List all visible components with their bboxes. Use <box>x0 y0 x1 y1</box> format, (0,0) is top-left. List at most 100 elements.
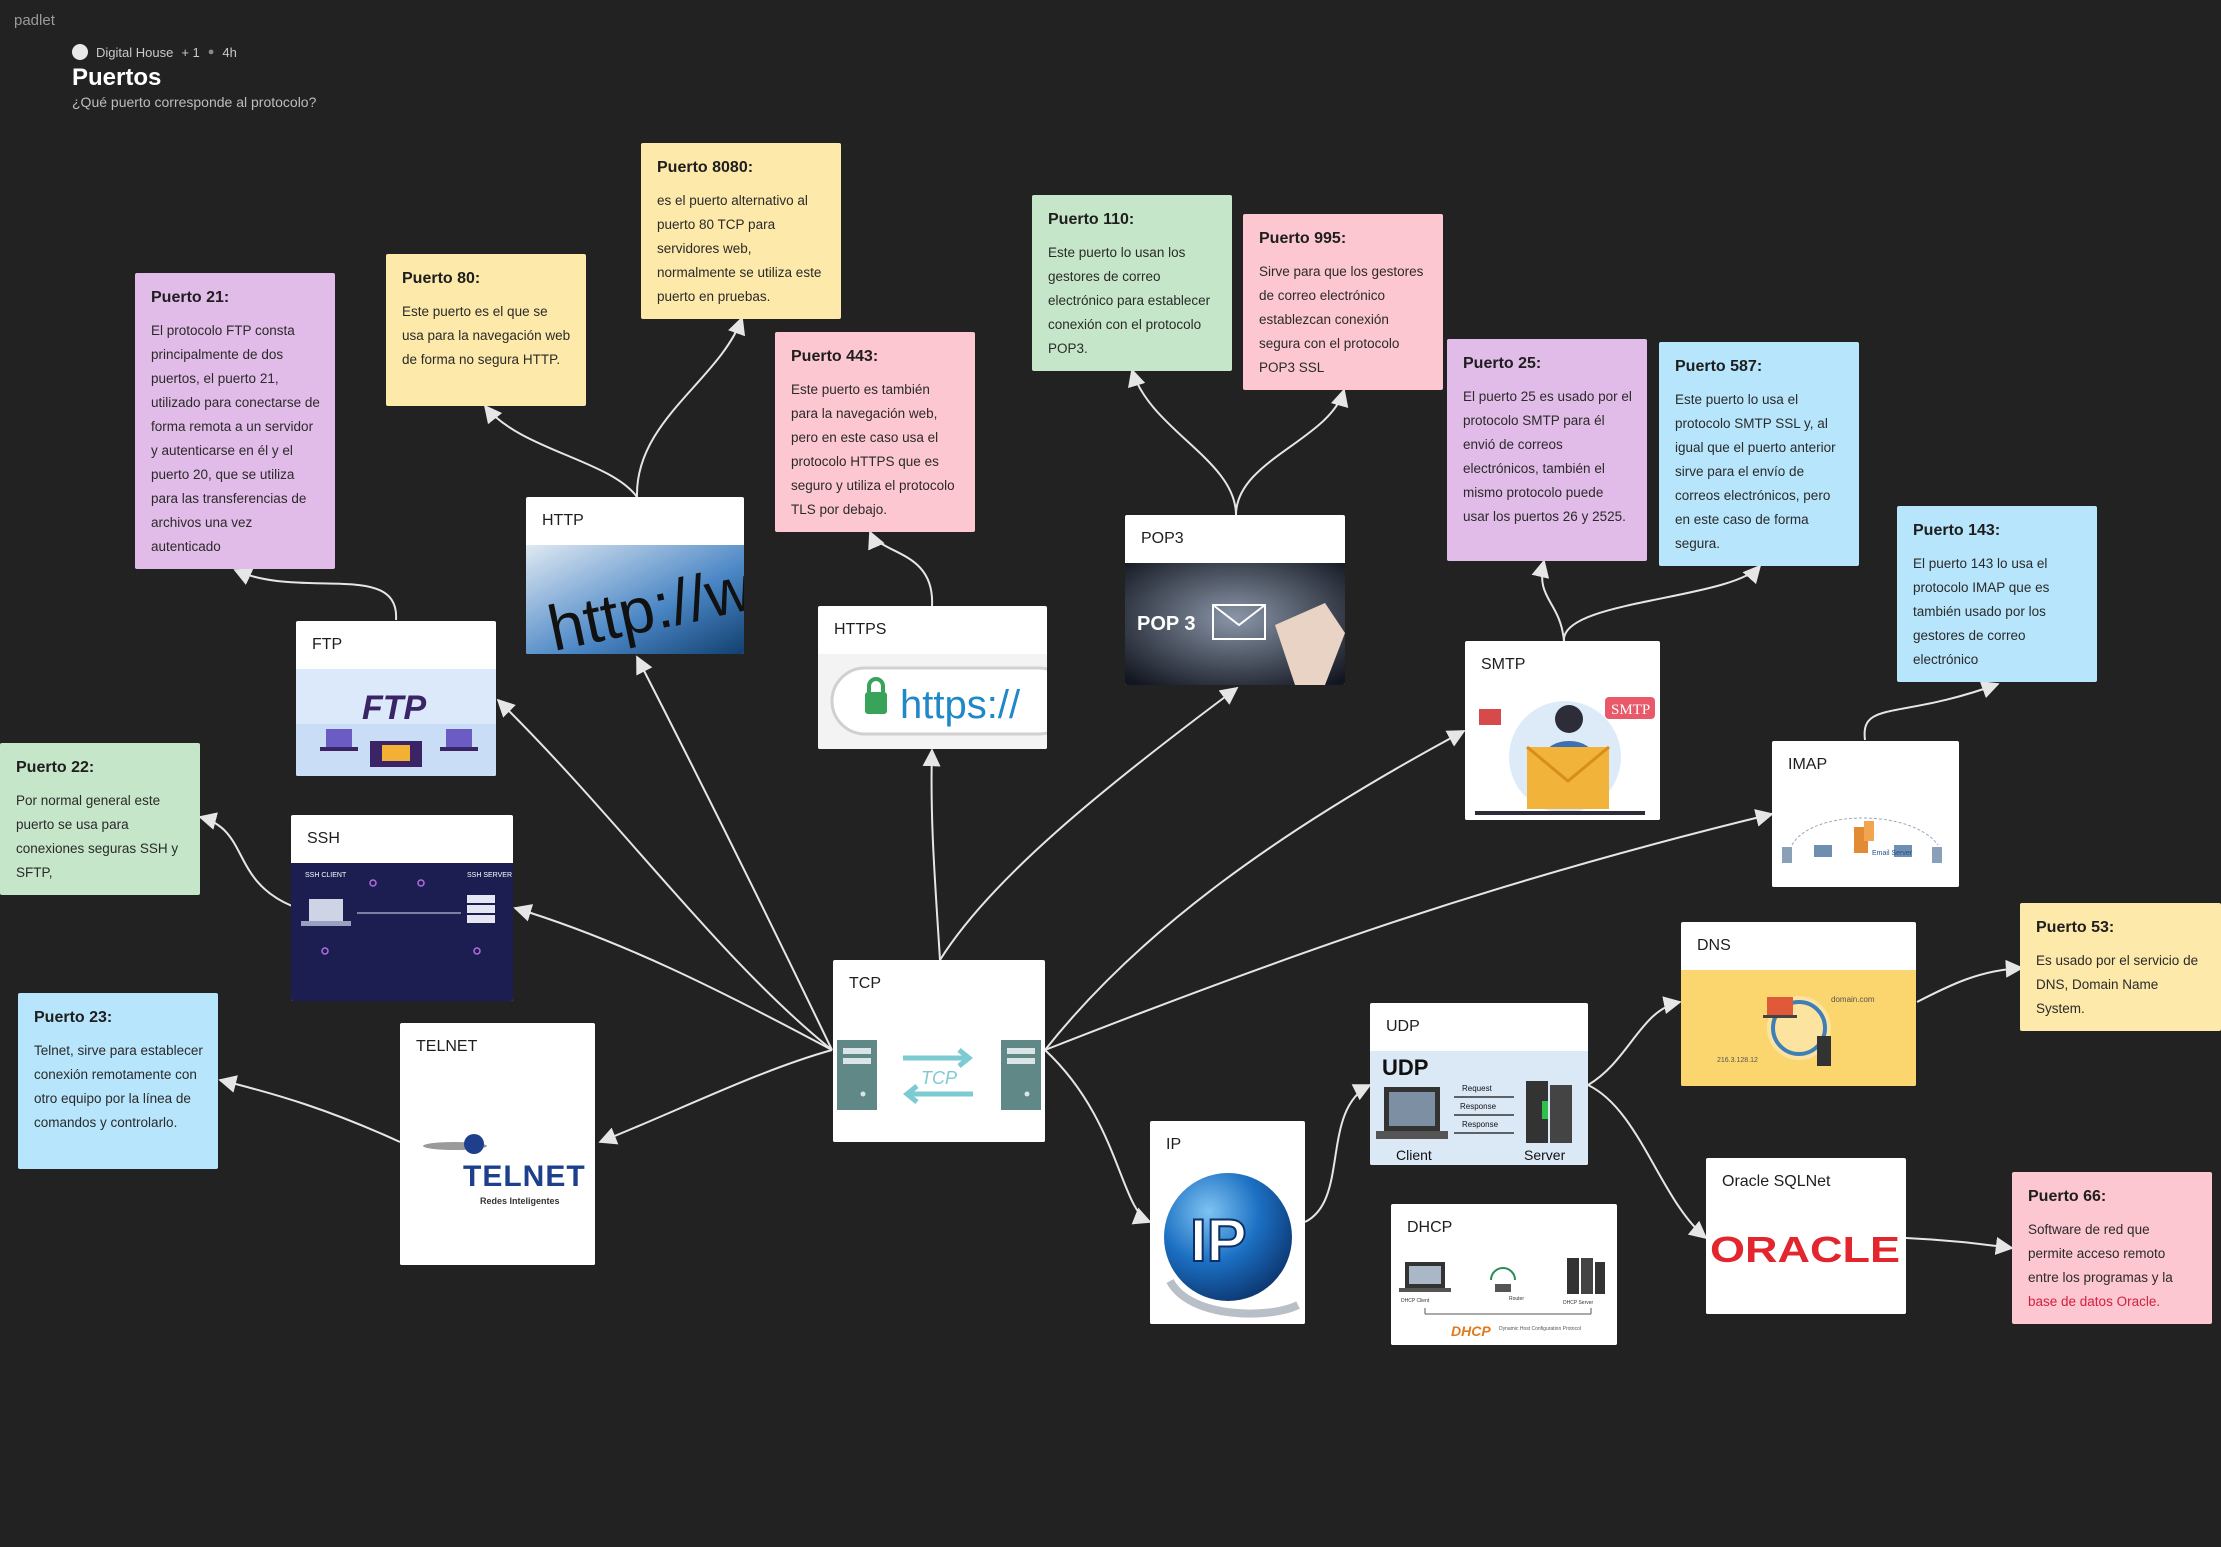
connector-https-p443 <box>868 530 934 607</box>
dhcp-client-label: DHCP Client <box>1401 1298 1430 1304</box>
ssh-image: SSH CLIENT SSH SERVER <box>291 863 513 1001</box>
ssh-server-label: SSH SERVER <box>467 872 512 879</box>
card-imap[interactable]: IMAP Email Server <box>1772 741 1959 887</box>
note-puerto-995[interactable]: Puerto 995: Sirve para que los gestores … <box>1243 214 1443 390</box>
pop3-image-text: POP 3 <box>1137 613 1196 635</box>
avatar[interactable] <box>72 44 88 60</box>
note-body: El protocolo FTP consta principalmente d… <box>151 323 320 554</box>
card-ip[interactable]: IP IP <box>1150 1121 1305 1324</box>
note-body: Es usado por el servicio de DNS, Domain … <box>2036 953 2199 1016</box>
connector-tcp-ssh <box>513 904 833 1051</box>
http-illustration: http://ww <box>526 545 744 654</box>
oracle-db-link[interactable]: base de datos Oracle. <box>2028 1294 2161 1309</box>
card-dhcp[interactable]: DHCP DHCP Client Router DHCP Server DHCP… <box>1391 1204 1617 1345</box>
card-ssh[interactable]: SSH SSH CLIENT SSH SERVER <box>291 815 513 1001</box>
note-puerto-110[interactable]: Puerto 110: Este puerto lo usan los gest… <box>1032 195 1232 371</box>
card-http[interactable]: HTTP http://ww <box>526 497 744 654</box>
card-title: HTTPS <box>834 621 887 638</box>
card-ftp[interactable]: FTP FTP <box>296 621 496 776</box>
note-body-text: Software de red que permite acceso remot… <box>2028 1222 2173 1285</box>
connector-imap-p143 <box>1863 681 2000 741</box>
card-title: UDP <box>1386 1018 1420 1035</box>
note-puerto-143[interactable]: Puerto 143: El puerto 143 lo usa el prot… <box>1897 506 2097 682</box>
note-title: Puerto 21: <box>151 289 230 306</box>
note-body: El puerto 25 es usado por el protocolo S… <box>1463 389 1632 524</box>
note-puerto-66[interactable]: Puerto 66: Software de red que permite a… <box>2012 1172 2212 1324</box>
udp-client-label: Client <box>1396 1147 1432 1163</box>
card-title: SMTP <box>1481 656 1526 673</box>
dhcp-illustration: DHCP Client Router DHCP Server DHCP Dyna… <box>1391 1252 1617 1345</box>
page-subtitle: ¿Qué puerto corresponde al protocolo? <box>72 94 317 110</box>
tcp-image: TCP <box>833 1008 1045 1142</box>
card-title: POP3 <box>1141 530 1184 547</box>
ssh-illustration: SSH CLIENT SSH SERVER <box>291 863 513 1001</box>
card-title: DHCP <box>1407 1219 1453 1236</box>
card-title: SSH <box>307 830 340 847</box>
padlet-logo[interactable]: padlet <box>14 12 55 29</box>
card-oracle[interactable]: Oracle SQLNet ORACLE <box>1706 1158 1906 1314</box>
connector-dns-p53 <box>1916 959 2024 1003</box>
note-body: Por normal general este puerto se usa pa… <box>16 793 179 880</box>
note-body: Este puerto lo usan los gestores de corr… <box>1048 245 1211 356</box>
card-smtp[interactable]: SMTP SMTP <box>1465 641 1660 820</box>
connector-smtp-p587 <box>1562 564 1762 642</box>
connector-http-p80 <box>483 404 638 498</box>
note-title: Puerto 8080: <box>657 159 754 176</box>
card-tcp[interactable]: TCP TCP <box>833 960 1045 1142</box>
note-puerto-587[interactable]: Puerto 587: Este puerto lo usa el protoc… <box>1659 342 1859 566</box>
card-udp[interactable]: UDP UDP Client Server Request Response R… <box>1370 1003 1588 1165</box>
pop3-image: POP 3 <box>1125 563 1345 685</box>
imap-illustration: Email Server <box>1772 789 1959 887</box>
card-pop3[interactable]: POP3 POP 3 <box>1125 515 1345 685</box>
dhcp-router-label: Router <box>1509 1296 1524 1302</box>
connector-oracle-p66 <box>1905 1237 2014 1255</box>
note-title: Puerto 587: <box>1675 358 1763 375</box>
note-puerto-25[interactable]: Puerto 25: El puerto 25 es usado por el … <box>1447 339 1647 561</box>
smtp-image: SMTP <box>1465 689 1660 820</box>
dhcp-subtitle: Dynamic Host Configuration Protocol <box>1499 1326 1581 1332</box>
timestamp: 4h <box>222 44 237 60</box>
card-telnet[interactable]: TELNET TELNET Redes Inteligentes <box>400 1023 595 1265</box>
card-title: DNS <box>1697 937 1731 954</box>
connector-tcp-smtp <box>1044 730 1466 1051</box>
note-puerto-23[interactable]: Puerto 23: Telnet, sirve para establecer… <box>18 993 218 1169</box>
https-image: https:// <box>818 654 1047 749</box>
note-title: Puerto 53: <box>2036 919 2115 936</box>
note-body: Este puerto es el que se usa para la nav… <box>402 304 571 367</box>
note-body: Software de red que permite acceso remot… <box>2028 1218 2197 1314</box>
dhcp-image-text: DHCP <box>1451 1323 1491 1339</box>
udp-image-title: UDP <box>1382 1055 1428 1080</box>
card-dns[interactable]: DNS domain.com 216.3.128.12 <box>1681 922 1916 1086</box>
author-name[interactable]: Digital House <box>96 44 174 60</box>
note-title: Puerto 995: <box>1259 230 1347 247</box>
card-title: IP <box>1166 1136 1182 1153</box>
note-puerto-80[interactable]: Puerto 80: Este puerto es el que se usa … <box>386 254 586 406</box>
note-title: Puerto 143: <box>1913 522 2001 539</box>
connector-http-p8080 <box>635 316 746 498</box>
udp-response-label-2: Response <box>1462 1120 1499 1129</box>
note-puerto-8080[interactable]: Puerto 8080: es el puerto alternativo al… <box>641 143 841 319</box>
ssh-client-label: SSH CLIENT <box>305 872 347 879</box>
separator-dot-icon: ● <box>207 46 215 58</box>
note-puerto-53[interactable]: Puerto 53: Es usado por el servicio de D… <box>2020 903 2221 1031</box>
note-title: Puerto 110: <box>1048 211 1135 228</box>
connector-tcp-http <box>636 655 833 1051</box>
pop3-illustration: POP 3 <box>1125 563 1345 685</box>
note-body: El puerto 143 lo usa el protocolo IMAP q… <box>1913 556 2050 667</box>
udp-illustration: UDP Client Server Request Response Respo… <box>1370 1051 1588 1165</box>
note-body: Sirve para que los gestores de correo el… <box>1259 264 1424 375</box>
note-puerto-21[interactable]: Puerto 21: El protocolo FTP consta princ… <box>135 273 335 569</box>
note-body: Este puerto lo usa el protocolo SMTP SSL… <box>1675 392 1836 551</box>
dns-illustration: domain.com 216.3.128.12 <box>1681 970 1916 1086</box>
udp-request-label: Request <box>1462 1084 1493 1093</box>
udp-server-label: Server <box>1524 1147 1566 1163</box>
note-puerto-443[interactable]: Puerto 443: Este puerto es también para … <box>775 332 975 532</box>
connector-tcp-pop3 <box>939 686 1239 961</box>
connector-telnet-p23 <box>218 1075 401 1143</box>
note-puerto-22[interactable]: Puerto 22: Por normal general este puert… <box>0 743 200 895</box>
ip-illustration: IP <box>1150 1169 1305 1324</box>
card-https[interactable]: HTTPS https:// <box>818 606 1047 749</box>
post-meta: Digital House + 1 ● 4h <box>72 44 237 60</box>
note-title: Puerto 23: <box>34 1009 113 1026</box>
